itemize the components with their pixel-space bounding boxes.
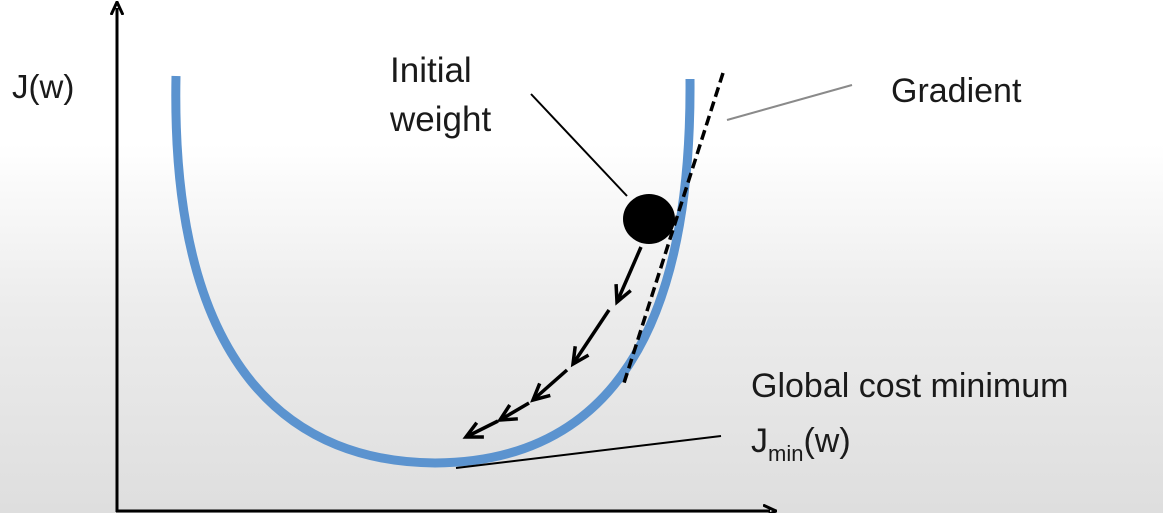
- global-minimum-label: Global cost minimum: [751, 367, 1068, 405]
- jmin-label: Jmin(w): [751, 422, 851, 466]
- jmin-base: J: [751, 422, 768, 460]
- cost-curve: [171, 75, 695, 468]
- initial-weight-label-line1: Initial: [390, 51, 472, 90]
- jmin-subscript: min: [768, 441, 803, 466]
- y-axis-label: J(w): [12, 68, 74, 105]
- descent-step-arrow: [530, 368, 569, 403]
- initial-weight-pointer: [530, 93, 628, 197]
- initial-weight-label-line2: weight: [389, 100, 491, 139]
- descent-step-arrow: [496, 401, 530, 422]
- descent-step-arrow: [462, 419, 499, 439]
- descent-step-arrow: [570, 309, 611, 368]
- gradient-tangent-line: [622, 72, 725, 384]
- gradient-label: Gradient: [891, 72, 1022, 110]
- gradient-pointer: [726, 84, 853, 121]
- initial-weight-ball: [623, 194, 675, 244]
- descent-step-arrow: [614, 246, 643, 306]
- global-minimum-pointer: [455, 435, 722, 469]
- jmin-tail: (w): [803, 422, 850, 460]
